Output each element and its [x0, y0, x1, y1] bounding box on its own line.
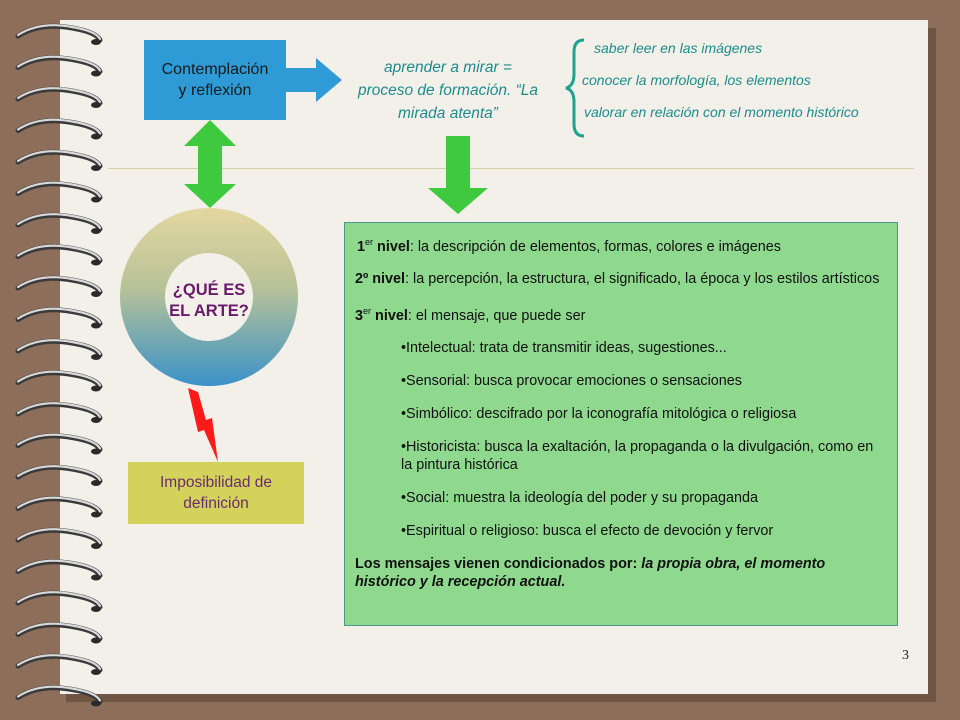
spiral-coil [15, 527, 103, 549]
divider-line [108, 168, 914, 169]
message-type-item: •Espiritual o religioso: busca el efecto… [401, 522, 774, 539]
spiral-coil [15, 622, 103, 644]
level-1-text: : la descripción de elementos, formas, c… [409, 238, 781, 255]
message-type-item: •Intelectual: trata de transmitir ideas,… [401, 339, 727, 356]
curly-brace [565, 38, 585, 138]
que-es-el-arte-label: ¿QUÉ ES EL ARTE? [150, 280, 268, 322]
mirar-line3: mirada atenta” [398, 105, 498, 122]
level-3-num: 3 [355, 307, 364, 324]
circle-line1: ¿QUÉ ES [172, 281, 246, 299]
mirar-line2: proceso de formación. “La [357, 82, 539, 99]
spiral-coil [15, 590, 103, 612]
level-1-sup: er [365, 237, 374, 247]
way-item: conocer la morfología, los elementos [582, 72, 811, 88]
spiral-coil [15, 370, 103, 392]
spiral-coil [15, 401, 103, 423]
imposibilidad-line2: definición [183, 495, 249, 512]
way-item: valorar en relación con el momento histó… [584, 104, 859, 120]
spiral-coil [15, 496, 103, 518]
imposibilidad-line1: Imposibilidad de [159, 474, 272, 491]
spiral-coil [15, 653, 103, 675]
spiral-coil [15, 307, 103, 329]
spiral-coil [15, 23, 103, 45]
mirar-line1: aprender a mirar = [384, 59, 512, 76]
double-arrow [184, 120, 236, 208]
levels-box: 1er nivel: la descripción de elementos, … [344, 222, 898, 626]
level-3-sup: er [363, 305, 372, 316]
level-2-bold: 2º nivel [355, 270, 406, 287]
level-3: 3er nivel: el mensaje, que puede ser [355, 302, 885, 325]
spiral-coil [15, 464, 103, 486]
spiral-coil [15, 86, 103, 108]
way-item: saber leer en las imágenes [594, 40, 763, 56]
level-2: 2º nivel: la percepción, la estructura, … [355, 270, 885, 288]
imposibilidad-box: Imposibilidad de definición [128, 462, 304, 524]
message-type-item: •Sensorial: busca provocar emociones o s… [401, 372, 743, 389]
spiral-binding [15, 23, 103, 707]
spiral-coil [15, 212, 103, 234]
message-type-item: •Simbólico: descifrado por la iconografí… [401, 405, 797, 422]
message-type-item: •Historicista: busca la exaltación, la p… [401, 438, 874, 473]
final-note-bold: Los mensajes vienen condicionados por: [355, 555, 642, 572]
circle-line2: EL ARTE? [169, 302, 249, 320]
level-3-bold: nivel [371, 307, 408, 324]
spiral-coil [15, 559, 103, 581]
spiral-coil [15, 338, 103, 360]
level-1-num: 1 [357, 238, 366, 255]
spiral-coil [15, 433, 103, 455]
contemplacion-box: Contemplación y reflexión [144, 40, 286, 120]
level-3-text: : el mensaje, que puede ser [407, 307, 586, 324]
spiral-coil [15, 244, 103, 266]
spiral-coil [15, 118, 103, 140]
art-donut [120, 208, 299, 386]
final-note-italic: la propia obra, el momento histórico y l… [355, 555, 826, 590]
aprender-mirar-text: aprender a mirar = proceso de formación.… [342, 56, 554, 125]
spiral-coil [15, 149, 103, 171]
down-arrow [428, 136, 488, 214]
level-2-text: : la percepción, la estructura, el signi… [405, 270, 880, 287]
level-1: 1er nivel: la descripción de elementos, … [355, 233, 885, 256]
spiral-coil [15, 685, 103, 707]
message-type-item: •Social: muestra la ideología del poder … [401, 489, 759, 506]
lightning-bolt-icon [188, 388, 218, 462]
contemplacion-line2: y reflexión [178, 82, 252, 99]
final-note: Los mensajes vienen condicionados por: l… [355, 555, 885, 591]
contemplacion-line1: Contemplación [161, 61, 269, 78]
spiral-coil [15, 55, 103, 77]
level-1-bold: nivel [373, 238, 410, 255]
spiral-coil [15, 181, 103, 203]
page-number: 3 [902, 648, 909, 663]
blue-right-arrow [286, 58, 342, 102]
spiral-coil [15, 275, 103, 297]
